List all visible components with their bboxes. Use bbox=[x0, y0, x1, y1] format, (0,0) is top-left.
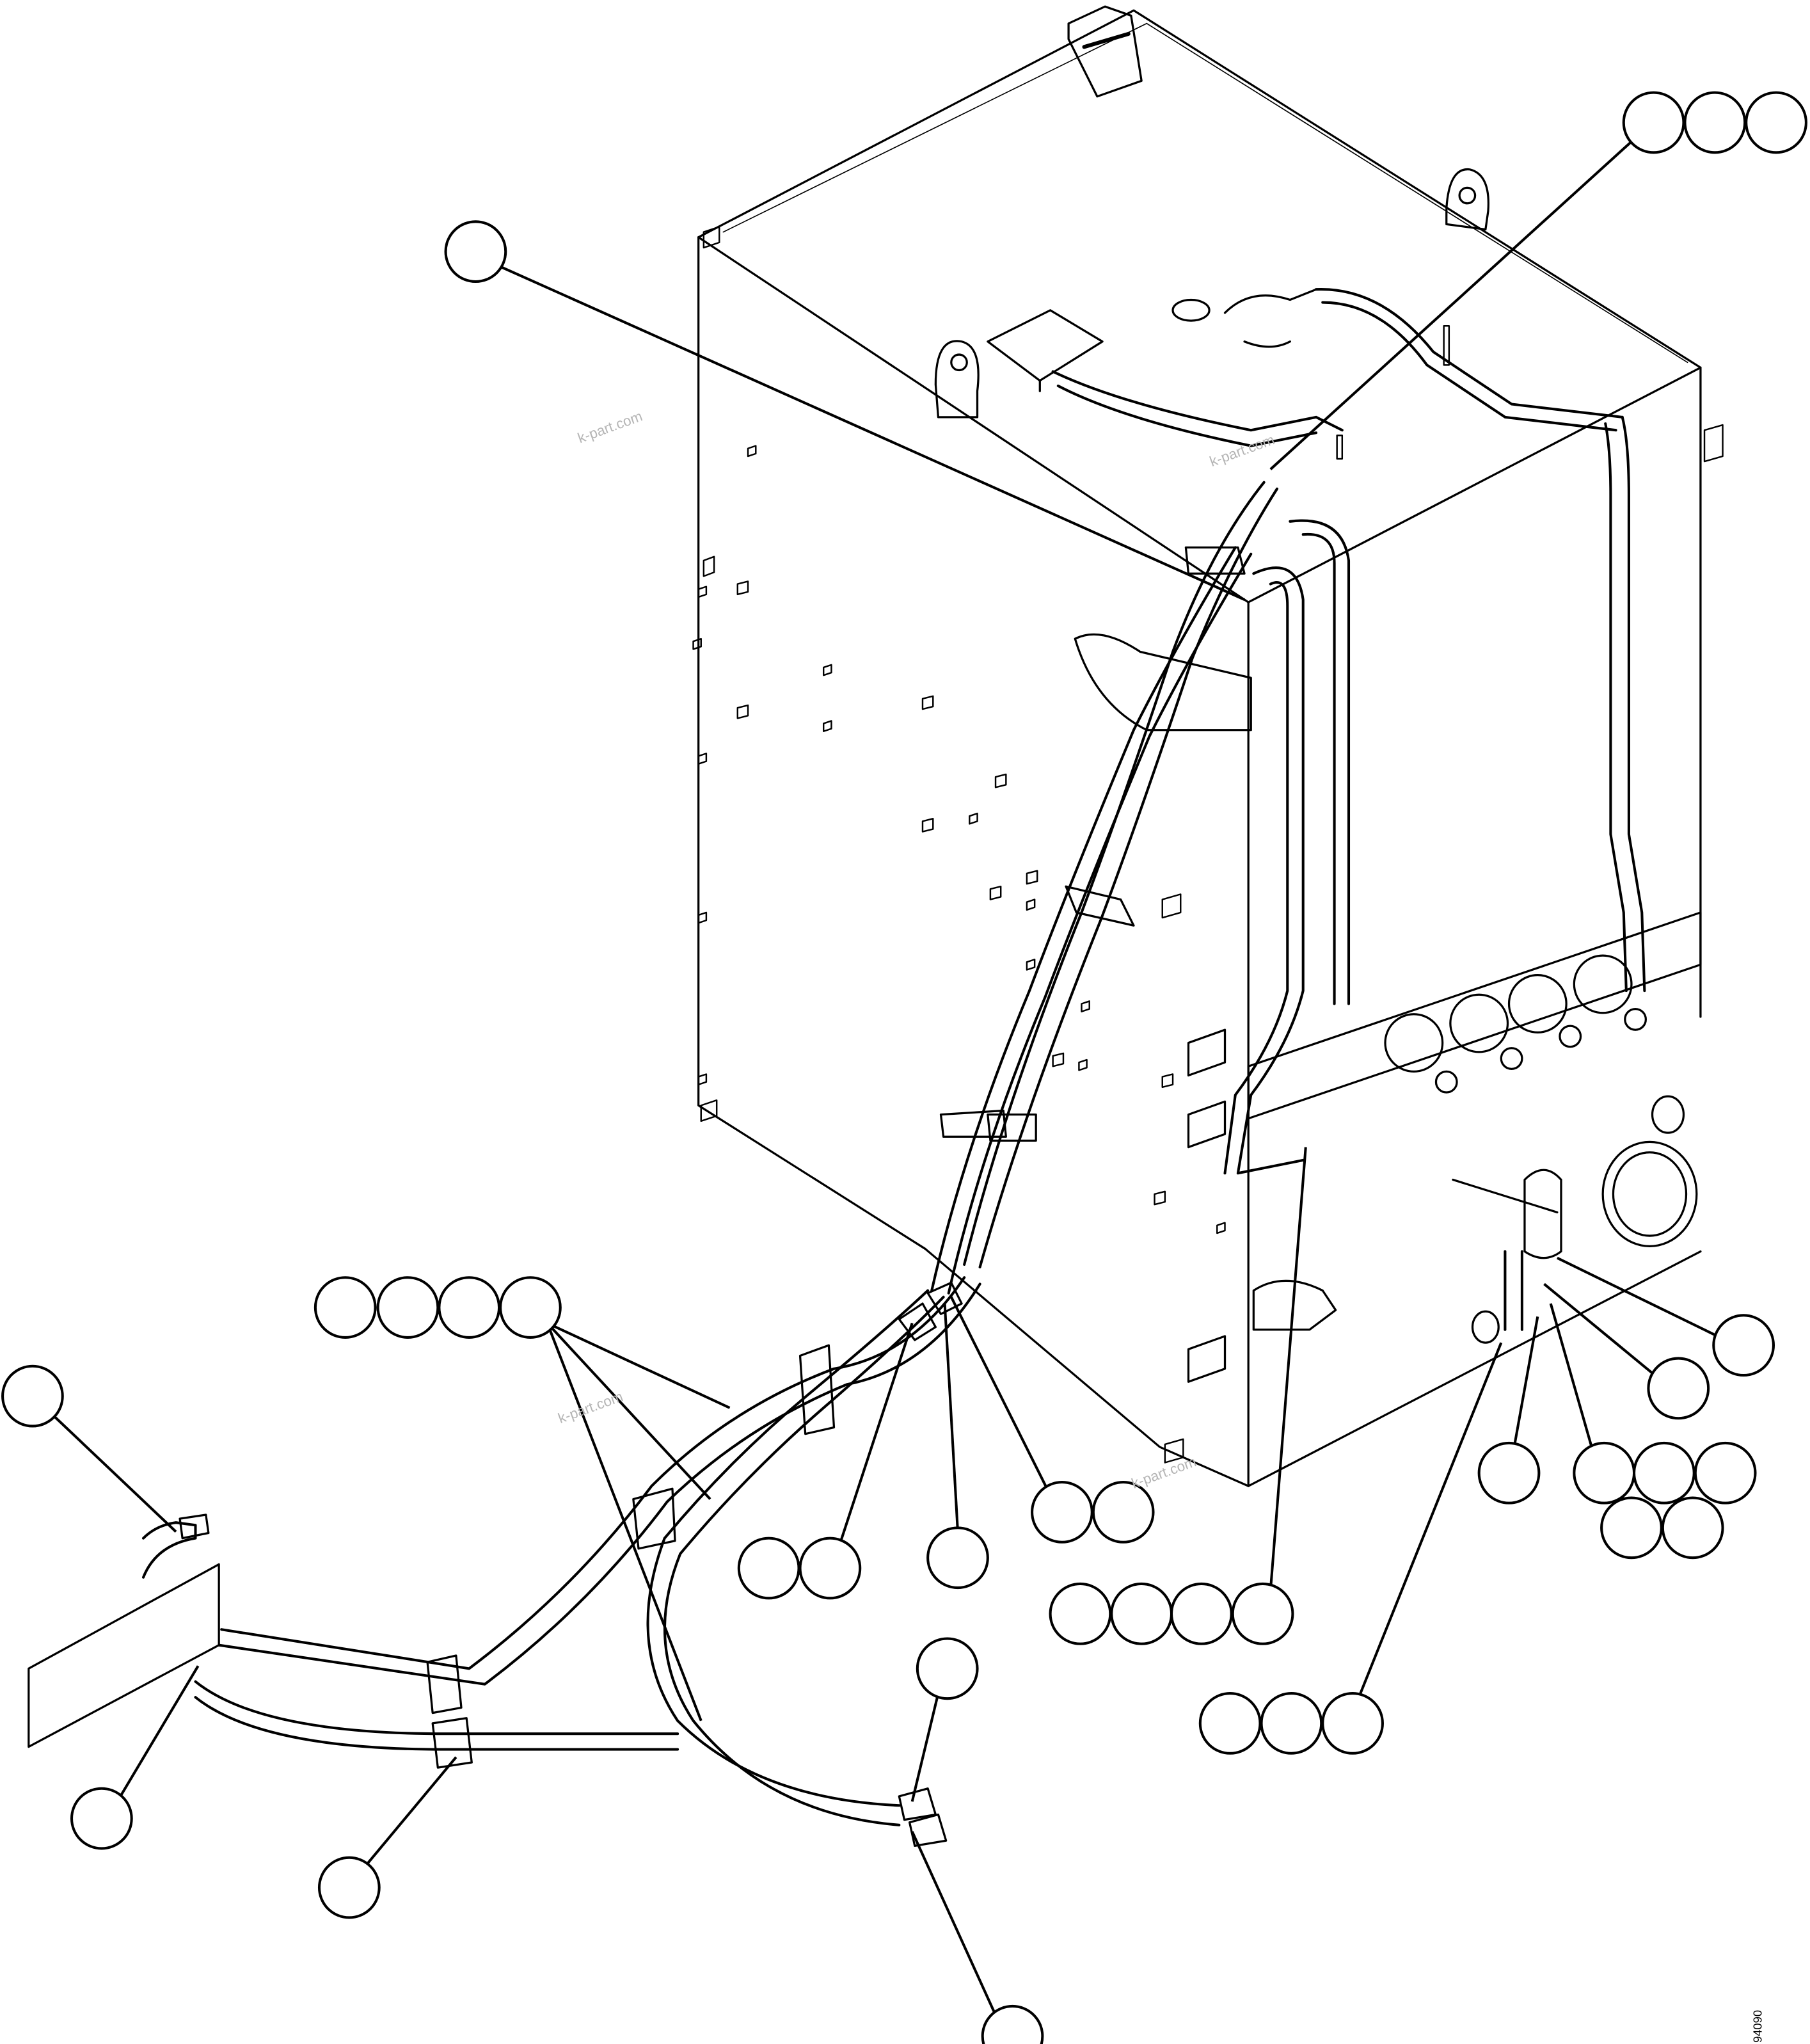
callout-balloon bbox=[981, 2004, 1044, 2044]
manifold-plate bbox=[28, 1513, 220, 1748]
callout-balloon bbox=[1633, 1441, 1695, 1505]
callout-balloon bbox=[926, 1526, 989, 1590]
leader-line bbox=[1269, 136, 1638, 470]
hose-tank-top-left bbox=[1051, 370, 1344, 432]
watermark-text: k-part.com bbox=[1207, 431, 1276, 470]
callout-balloon bbox=[376, 1276, 440, 1339]
watermarks: k-part.com k-part.com k-part.com k-part.… bbox=[556, 408, 1276, 1492]
hose-clamps bbox=[426, 546, 1246, 1769]
callout-balloon bbox=[70, 1787, 133, 1850]
callout-balloon bbox=[314, 1276, 377, 1339]
inspection-cover bbox=[1601, 1095, 1698, 1247]
leader-line bbox=[546, 1321, 731, 1409]
callout-balloon bbox=[1049, 1582, 1112, 1645]
leader-line bbox=[839, 1322, 914, 1543]
callout-balloon bbox=[916, 1637, 979, 1700]
hose-front-vertical bbox=[1223, 519, 1351, 1175]
callout-balloon bbox=[1, 1364, 64, 1428]
leader-line bbox=[1543, 1282, 1656, 1377]
callout-balloon bbox=[1600, 1496, 1663, 1560]
leader-line bbox=[363, 1756, 457, 1868]
callout-balloon bbox=[1683, 91, 1747, 154]
callout-balloon bbox=[798, 1537, 862, 1600]
callout-balloon bbox=[1712, 1314, 1775, 1377]
tank-bolts bbox=[692, 226, 1724, 1464]
callouts bbox=[1, 91, 1807, 2044]
valve-mounting-plate bbox=[1247, 911, 1702, 1120]
leader-line bbox=[51, 1413, 177, 1533]
callout-balloon bbox=[499, 1276, 562, 1339]
callout-balloon bbox=[1110, 1582, 1173, 1645]
watermark-text: k-part.com bbox=[575, 408, 644, 447]
leader-line bbox=[501, 266, 1245, 601]
lifting-eye-left bbox=[934, 340, 980, 419]
leader-line bbox=[1556, 1256, 1719, 1337]
leader-line bbox=[116, 1665, 200, 1803]
leader-line bbox=[1512, 1316, 1539, 1448]
callout-balloon bbox=[1321, 1692, 1384, 1755]
callout-balloon bbox=[444, 220, 507, 283]
filler-cap bbox=[1067, 5, 1143, 98]
callout-balloon bbox=[1031, 1481, 1093, 1544]
leader-line bbox=[1269, 1147, 1307, 1591]
callout-balloon bbox=[1477, 1441, 1541, 1505]
hydraulic-tank bbox=[697, 9, 1702, 1487]
callout-balloon bbox=[1198, 1692, 1262, 1755]
callout-balloon bbox=[1661, 1496, 1724, 1560]
document-number: 94090 bbox=[1751, 2010, 1765, 2043]
leader-line bbox=[949, 1296, 1051, 1494]
leader-line bbox=[1356, 1342, 1503, 1700]
callout-balloon bbox=[1745, 91, 1807, 154]
solenoid-valve-bank bbox=[1384, 954, 1647, 1094]
callout-balloon bbox=[1573, 1441, 1636, 1505]
callout-balloon bbox=[1092, 1481, 1155, 1544]
hose-lower-run bbox=[194, 1276, 981, 1826]
callout-balloon bbox=[317, 1856, 381, 1919]
lifting-eye-right bbox=[1445, 168, 1490, 231]
callout-balloon bbox=[1622, 91, 1685, 154]
leader-line bbox=[910, 1693, 940, 1802]
watermark-text: k-part.com bbox=[556, 1388, 625, 1426]
leader-line bbox=[546, 1322, 711, 1500]
leader-line bbox=[943, 1303, 960, 1532]
callout-balloon bbox=[1260, 1692, 1323, 1755]
callout-balloon bbox=[438, 1276, 501, 1339]
mounting-brackets bbox=[1074, 633, 1337, 1383]
leader-line bbox=[910, 1831, 998, 2019]
callout-balloon bbox=[1647, 1357, 1710, 1420]
watermark-text: k-part.com bbox=[1129, 1453, 1198, 1492]
callout-balloon bbox=[1170, 1582, 1233, 1645]
callout-balloon bbox=[1694, 1441, 1757, 1505]
hose-tank-top-right bbox=[1621, 415, 1646, 993]
leader-line bbox=[1549, 1303, 1594, 1450]
filter-assembly bbox=[1452, 1169, 1562, 1344]
callout-balloon bbox=[1231, 1582, 1294, 1645]
callout-balloon bbox=[737, 1537, 800, 1600]
top-cover-plate bbox=[987, 309, 1104, 392]
leader-line bbox=[546, 1322, 703, 1721]
breather-fitting bbox=[1171, 288, 1624, 432]
